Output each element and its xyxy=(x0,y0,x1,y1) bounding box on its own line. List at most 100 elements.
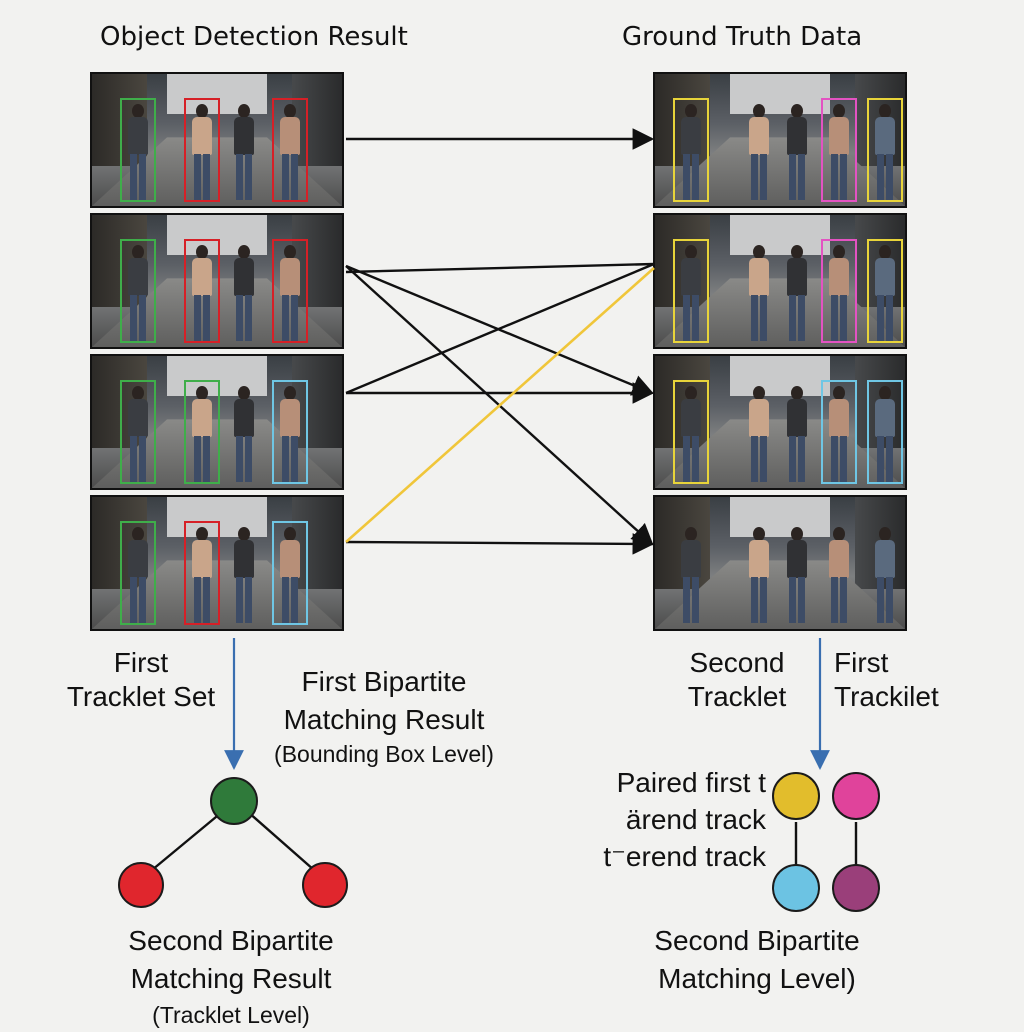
pedestrian-torso xyxy=(128,258,148,296)
pedestrian-torso xyxy=(787,117,807,155)
pedestrian-head xyxy=(284,245,296,259)
pedestrian-legs xyxy=(194,154,210,200)
pedestrian-torso xyxy=(280,258,300,296)
ground-truth-frame-2 xyxy=(653,213,907,349)
label-first-tracklet-set-line2: Tracklet Set xyxy=(66,681,216,712)
pedestrian-head xyxy=(196,245,208,259)
tracklet-node-right xyxy=(302,862,348,908)
label-first-bipartite: First Bipartite Matching Result (Boundin… xyxy=(254,663,514,769)
pedestrian xyxy=(126,527,150,623)
label-first-tracklet-set-line1: First xyxy=(113,647,169,678)
label-paired-line1: Paired first t xyxy=(616,767,766,798)
pedestrian-head xyxy=(685,104,697,118)
pedestrian-legs xyxy=(683,295,699,341)
bounding-box-pink xyxy=(821,98,857,202)
frame-bldg-r xyxy=(292,356,342,449)
pedestrian xyxy=(278,386,302,482)
pedestrian-head xyxy=(753,104,765,118)
pedestrian-torso xyxy=(749,258,769,296)
pedestrian-legs xyxy=(130,436,146,482)
pedestrian xyxy=(190,386,214,482)
label-first-bipartite-note: (Bounding Box Level) xyxy=(274,741,494,767)
pedestrian-torso xyxy=(829,540,849,578)
pedestrian-legs xyxy=(236,436,252,482)
bounding-box-yellow xyxy=(673,239,709,343)
bounding-box-yellow xyxy=(673,380,709,484)
pedestrian-torso xyxy=(749,540,769,578)
pedestrian xyxy=(747,386,771,482)
pedestrian-legs xyxy=(751,154,767,200)
frame-sky xyxy=(730,356,830,396)
detection-frame-4 xyxy=(90,495,344,631)
frame-sky xyxy=(730,74,830,114)
bounding-box-green xyxy=(120,380,156,484)
pedestrian-legs xyxy=(789,436,805,482)
label-first-tracklet-line1: First xyxy=(834,647,889,678)
label-second-tracklet-line2: Tracklet xyxy=(687,681,787,712)
bounding-box-green xyxy=(120,239,156,343)
pedestrian-legs xyxy=(236,154,252,200)
pedestrian-head xyxy=(879,527,891,541)
pedestrian-legs xyxy=(282,577,298,623)
pedestrian-torso xyxy=(280,117,300,155)
detection-frame-1 xyxy=(90,72,344,208)
frame-sky xyxy=(730,215,830,255)
frame-bldg-r xyxy=(292,74,342,167)
pedestrian-torso xyxy=(875,117,895,155)
bounding-box-cyan xyxy=(821,380,857,484)
pedestrian-legs xyxy=(789,154,805,200)
pedestrian xyxy=(873,245,897,341)
pedestrian-legs xyxy=(831,577,847,623)
pedestrian-legs xyxy=(789,577,805,623)
label-paired-line2: ärend track xyxy=(625,804,766,835)
pedestrian-torso xyxy=(875,540,895,578)
label-second-bipartite-right-line2: Matching Level) xyxy=(658,963,856,994)
detection-frame-3 xyxy=(90,354,344,490)
label-first-tracklet-set: First Tracklet Set xyxy=(54,646,228,714)
pedestrian-head xyxy=(791,527,803,541)
second-track-node-cyan xyxy=(772,864,820,912)
pedestrian xyxy=(747,104,771,200)
pedestrian xyxy=(278,527,302,623)
pedestrian-torso xyxy=(875,258,895,296)
pedestrian xyxy=(679,527,703,623)
pedestrian xyxy=(785,386,809,482)
pedestrian-torso xyxy=(787,540,807,578)
pedestrian-torso xyxy=(128,399,148,437)
pedestrian-head xyxy=(238,245,250,259)
pedestrian xyxy=(873,527,897,623)
pedestrian-head xyxy=(791,104,803,118)
pedestrian-torso xyxy=(280,540,300,578)
pedestrian-head xyxy=(833,386,845,400)
pedestrian-head xyxy=(685,386,697,400)
pedestrian-legs xyxy=(683,154,699,200)
tree-edge-left xyxy=(151,811,223,871)
pedestrian xyxy=(873,386,897,482)
pedestrian-legs xyxy=(789,295,805,341)
pedestrian-torso xyxy=(681,258,701,296)
pedestrian-head xyxy=(791,245,803,259)
pedestrian-head xyxy=(753,527,765,541)
second-track-node-purple xyxy=(832,864,880,912)
pedestrian xyxy=(232,245,256,341)
pedestrian xyxy=(232,386,256,482)
pedestrian xyxy=(827,104,851,200)
pedestrian-head xyxy=(833,527,845,541)
label-second-bipartite-left: Second Bipartite Matching Result (Trackl… xyxy=(86,922,376,1032)
pedestrian-head xyxy=(284,386,296,400)
pedestrian xyxy=(126,245,150,341)
bounding-box-yellow xyxy=(867,98,903,202)
bounding-box-cyan xyxy=(272,521,308,625)
frame-sky xyxy=(167,215,267,255)
pedestrian-head xyxy=(685,527,697,541)
label-first-tracklet-line2: Trackilet xyxy=(834,681,939,712)
pedestrian-legs xyxy=(751,577,767,623)
pedestrian-torso xyxy=(192,399,212,437)
pedestrian-torso xyxy=(128,540,148,578)
pedestrian xyxy=(785,104,809,200)
pedestrian-torso xyxy=(787,258,807,296)
bounding-box-red xyxy=(272,98,308,202)
pedestrian-torso xyxy=(234,258,254,296)
pedestrian-legs xyxy=(877,436,893,482)
pedestrian-legs xyxy=(282,436,298,482)
